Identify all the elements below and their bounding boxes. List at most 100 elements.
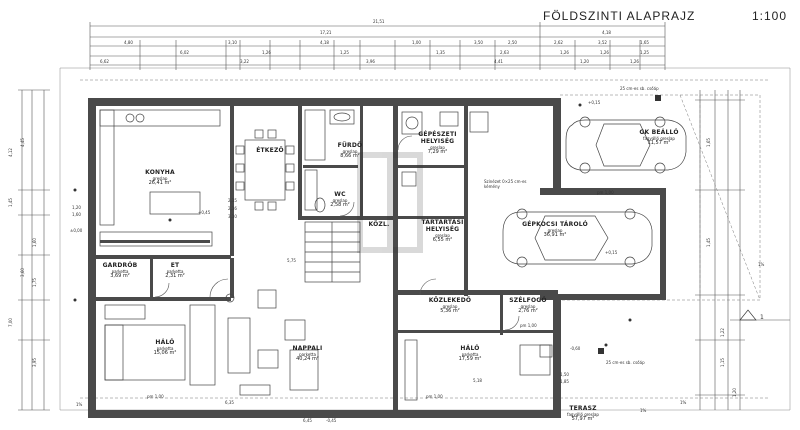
slope-c: 1% — [758, 262, 765, 267]
section-label: 1 — [760, 314, 764, 321]
dim-left-b: 1,45 — [7, 198, 13, 207]
interior-walls — [96, 106, 558, 410]
dim-left-d: 4,45 — [19, 138, 25, 147]
kitchen-counters — [99, 109, 221, 247]
level-b: +0,15 — [588, 100, 601, 105]
room-area: 3,69 m² — [110, 273, 130, 280]
room-floor: greslap — [435, 232, 450, 238]
dim-int-i: 1,85 — [560, 379, 569, 384]
room-terasz: TERASZ fagyálló greslap 57,97 m² — [558, 405, 608, 423]
watermark-logo — [357, 152, 423, 253]
room-floor: fagyálló greslap — [567, 411, 599, 417]
room-area: 2,58 m² — [330, 202, 350, 209]
room-name: ÉTKEZŐ — [256, 147, 284, 154]
room-floor: greslap — [152, 175, 168, 181]
room-name: GÉPKOCSI TÁROLÓ — [522, 221, 588, 228]
dim-int-f: 1,20 — [72, 205, 81, 210]
roof-overhang — [700, 94, 761, 301]
door-swings — [154, 135, 520, 331]
room-floor: parketta — [461, 351, 479, 357]
room-area: 17,59 m² — [458, 356, 482, 363]
slope-a: 1% — [76, 402, 83, 407]
level-d: -0,45 — [326, 418, 337, 423]
dim-top-row4-c: 3,96 — [366, 59, 375, 64]
dim-int-g: 1,60 — [72, 212, 81, 217]
bathroom-fixtures — [304, 109, 355, 213]
room-floor: fagyálló greslap — [643, 135, 675, 141]
dim-top-row1-a: 17,21 — [320, 30, 332, 35]
room-floor: parketta — [299, 351, 316, 357]
room-name: GK BEÁLLÓ — [639, 129, 679, 136]
dim-top-total: 21,51 — [373, 19, 385, 24]
room-area: 36,91 m² — [543, 232, 567, 239]
dim-bottom-a: 6,35 — [225, 400, 234, 405]
room-konyha: KONYHA greslap 26,41 m² — [130, 169, 190, 187]
room-nappali: NAPPALI parketta 40,24 m² — [285, 345, 330, 363]
dim-left-a: 4,12 — [7, 148, 13, 157]
dim-top-row2-d: 1,00 — [412, 40, 421, 45]
room-furdo: FÜRDŐ greslap 8,66 m² — [330, 142, 370, 160]
dim-right-e: 1,20 — [731, 388, 737, 397]
vent-symbol-1 — [655, 95, 661, 101]
room-floor: parketta — [166, 268, 184, 274]
pm-label-3: pm 1,00 — [426, 394, 443, 399]
room-et: ET parketta 2,31 m² — [160, 262, 190, 280]
bedroom-2-furniture — [404, 339, 553, 401]
room-floor: greslap — [342, 148, 358, 154]
dim-int-c: 3,10 — [228, 214, 237, 219]
pm-label-1: pm 1,00 — [597, 190, 614, 195]
room-name: NAPPALI — [292, 345, 323, 352]
room-halo-2: HÁLÓ parketta 17,59 m² — [450, 345, 490, 363]
roof-ridge-line — [679, 94, 761, 301]
dim-top-row3-c: 1,25 — [340, 50, 349, 55]
room-kozlekedo: KÖZLEKEDŐ greslap 5,36 m² — [425, 297, 475, 315]
room-szelfogo: SZÉLFOGÓ greslap 2,76 m² — [503, 297, 553, 315]
car-parking-spot — [565, 116, 687, 174]
dim-top-row3-a: 6,02 — [180, 50, 189, 55]
pm-label-4: pm 1,00 — [520, 323, 537, 328]
dim-int-b: 2,16 — [228, 206, 237, 211]
dim-top-row3-g: 1,26 — [600, 50, 609, 55]
dim-left-f: 3,95 — [31, 358, 37, 367]
dim-left-c: 7,00 — [7, 318, 13, 327]
mechanical-equipment — [401, 111, 489, 187]
level-a: ±0,00 — [70, 228, 83, 233]
room-floor: parketta — [156, 345, 174, 351]
dim-right-d: 1,15 — [719, 358, 725, 367]
dim-top-row2-g: 2,62 — [554, 40, 563, 45]
room-name: ET — [170, 262, 180, 269]
room-name: TÁRTARTÁSI HELYISÉG — [421, 219, 464, 233]
room-name: GARDRÓB — [102, 262, 138, 269]
dim-top-row2-e: 3,50 — [474, 40, 483, 45]
slope-d: 1% — [680, 400, 687, 405]
drawing-title: FÖLDSZINTI ALAPRAJZ — [543, 9, 696, 23]
room-area: 15,06 m² — [153, 350, 177, 357]
left-dimension-chains — [18, 89, 50, 411]
vent-symbol-2 — [598, 348, 604, 354]
room-floor: greslap — [430, 144, 445, 150]
dim-int-h: 1,50 — [560, 372, 569, 377]
room-floor: greslap — [520, 303, 536, 309]
pm-label-2: pm 1,00 — [147, 394, 164, 399]
chimney-note: Színézet 0×25 cm-es kémény — [484, 179, 527, 189]
room-area: 5,36 m² — [440, 308, 460, 315]
room-tarolo: TÁRTARTÁSI HELYISÉG greslap 6,55 m² — [415, 219, 470, 244]
dim-left-g: 1,60 — [31, 238, 37, 247]
room-name: SZÉLFOGÓ — [509, 297, 547, 304]
dim-right-a: 1,65 — [705, 138, 711, 147]
section-marker — [730, 309, 790, 321]
room-area: 26,41 m² — [148, 180, 172, 187]
dim-top-row4-a: 6,62 — [100, 59, 109, 64]
room-name: WC — [334, 191, 346, 198]
vent-note-2: 25 cm-es sb. csőáp — [606, 360, 645, 365]
room-area: 6,55 m² — [432, 237, 453, 244]
level-e: -0,60 — [570, 346, 581, 351]
room-wc: WC greslap 2,58 m² — [325, 191, 355, 209]
level-c: +0,45 — [198, 210, 211, 215]
dim-left-e: 3,60 — [19, 268, 25, 277]
room-name: KONYHA — [145, 169, 175, 176]
dim-top-row4-d: 4,41 — [494, 59, 503, 64]
vent-note-1: 25 cm-es sb. csőáp — [620, 86, 659, 91]
dim-right-c: 1,22 — [719, 328, 725, 337]
room-floor: greslap — [442, 303, 458, 309]
